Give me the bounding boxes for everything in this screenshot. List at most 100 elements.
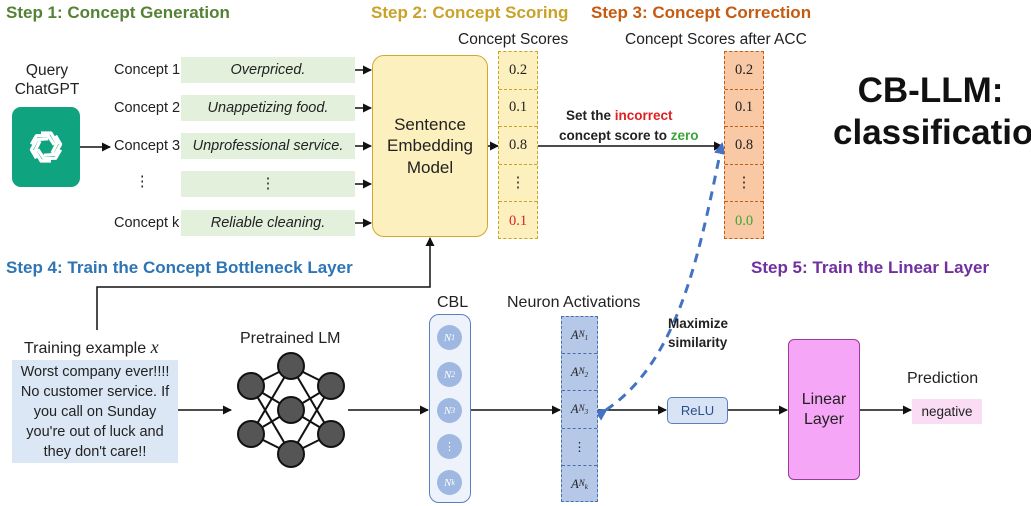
prediction-title: Prediction xyxy=(907,370,979,387)
training-line: you're out of luck and xyxy=(26,424,164,440)
act-sub-n: N xyxy=(578,328,585,339)
similarity-dashed-arrow xyxy=(594,142,726,421)
concept-label-3: Concept 3 xyxy=(114,138,181,154)
pretrained-lm-label: Pretrained LM xyxy=(240,330,341,347)
act-sub-n: N xyxy=(578,403,585,414)
training-line: No customer service. If xyxy=(20,384,170,400)
neuron-base: ⋮ xyxy=(444,441,455,453)
step3-title: Step 3: Concept Correction xyxy=(591,3,812,22)
act-base: ⋮ xyxy=(573,439,586,454)
sem-line1: Sentence xyxy=(394,115,466,135)
acc-scores-title: Concept Scores after ACC xyxy=(625,31,807,48)
similarity-label: similarity xyxy=(668,335,728,350)
act-base: A xyxy=(570,327,579,342)
correction-note-line2: concept score to zero xyxy=(559,128,699,143)
maximize-label: Maximize xyxy=(668,316,729,331)
cbl-title: CBL xyxy=(437,294,469,311)
concept-scores-title: Concept Scores xyxy=(458,31,569,48)
act-sub: N1 xyxy=(579,329,589,342)
score-cell: 0.1 xyxy=(499,90,537,128)
act-sub: Nk xyxy=(579,478,588,491)
neuron-sub: 1 xyxy=(451,333,456,342)
prediction-value: negative xyxy=(912,399,982,424)
training-example-box: Worst company ever!!!! No customer servi… xyxy=(12,360,178,463)
concept-label-1: Concept 1 xyxy=(114,62,181,78)
neuron-sub: k xyxy=(451,478,455,487)
act-sub-n: N xyxy=(578,365,585,376)
act-sub-n: N xyxy=(578,477,585,488)
sem-line2: Embedding xyxy=(386,136,473,156)
correction-note-line1: Set the incorrect xyxy=(566,108,673,123)
neuron-dots: ⋮ xyxy=(437,434,462,459)
act-sub: N2 xyxy=(579,366,589,379)
sem-line3: Model xyxy=(406,157,454,177)
linear-line1: Linear xyxy=(801,390,847,408)
concept-label-dots: ⋮ xyxy=(135,174,150,190)
query-label: Query xyxy=(25,62,69,79)
linear-layer-box: Linear Layer xyxy=(788,339,860,480)
correction-text-incorrect: incorrect xyxy=(614,108,673,123)
concept-box-dots: ⋮ xyxy=(181,171,355,197)
concept-box-1: Overpriced. xyxy=(181,57,355,83)
training-var-x: x xyxy=(150,337,159,357)
act-subsub: 2 xyxy=(584,370,589,379)
neuron-activations-title: Neuron Activations xyxy=(507,294,641,311)
neuron-base: N xyxy=(443,331,452,344)
neuron-base: N xyxy=(443,404,452,417)
act-subsub: 3 xyxy=(584,407,589,416)
training-line: Worst company ever!!!! xyxy=(20,364,170,380)
concept-label-2: Concept 2 xyxy=(114,100,181,116)
score-cell: ⋮ xyxy=(499,165,537,203)
training-example-label: Training example x xyxy=(24,337,159,358)
neuron-base: N xyxy=(444,476,452,489)
training-to-model-arrow xyxy=(96,237,435,330)
concept-box-3: Unprofessional service. xyxy=(181,133,355,159)
acc-cell-corrected: 0.0 xyxy=(734,212,754,229)
score-cell-incorrect: 0.1 xyxy=(508,212,528,229)
acc-cell: 0.1 xyxy=(725,90,763,128)
main-title: CB-LLM: classification xyxy=(833,70,1031,154)
main-title-line2: classification xyxy=(833,113,1031,152)
neural-network-icon xyxy=(237,352,345,468)
chatgpt-label: ChatGPT xyxy=(14,81,80,98)
step4-title: Step 4: Train the Concept Bottleneck Lay… xyxy=(6,258,353,277)
correction-text-part2: concept score to xyxy=(559,128,671,143)
act-sub: N3 xyxy=(579,403,589,416)
neuron-sub: 3 xyxy=(451,406,456,415)
correction-text-zero: zero xyxy=(670,128,699,143)
act-base: A xyxy=(570,401,579,416)
concept-scores-column: 0.2 0.1 0.8 ⋮ 0.1 xyxy=(498,51,538,239)
linear-line2: Layer xyxy=(803,410,844,428)
step1-title: Step 1: Concept Generation xyxy=(6,3,230,22)
act-base: A xyxy=(571,476,579,491)
acc-cell: 0.8 xyxy=(725,127,763,165)
concept-label-k: Concept k xyxy=(114,215,180,231)
activation-cell-dots: ⋮ xyxy=(562,429,597,466)
neuron-base: N xyxy=(443,368,452,381)
act-base: A xyxy=(570,364,579,379)
acc-cell: ⋮ xyxy=(725,165,763,203)
relu-box: ReLU xyxy=(667,397,728,424)
act-subsub: 1 xyxy=(584,333,589,342)
concept-box-k: Reliable cleaning. xyxy=(181,210,355,236)
act-subsub: k xyxy=(584,482,588,491)
concept-box-2: Unappetizing food. xyxy=(181,95,355,121)
main-title-line1: CB-LLM: xyxy=(857,71,1004,110)
sentence-embedding-model: Sentence Embedding Model xyxy=(372,55,488,237)
training-label-text: Training example xyxy=(24,340,147,357)
neuron-sub: 2 xyxy=(451,370,456,379)
acc-scores-column: 0.2 0.1 0.8 ⋮ 0.0 xyxy=(724,51,764,239)
score-cell: 0.8 xyxy=(499,127,537,165)
training-line: they don't care!! xyxy=(43,444,147,460)
score-cell: 0.2 xyxy=(499,52,537,90)
